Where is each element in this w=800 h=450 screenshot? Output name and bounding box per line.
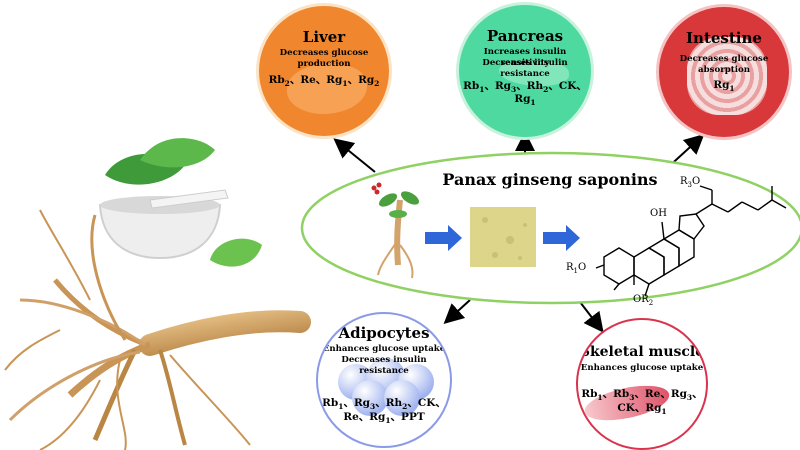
adipocytes-title: Adipocytes xyxy=(338,324,430,342)
pancreas-compound-subscript: 3 xyxy=(511,85,517,95)
liver-effect: Decreases glucose production xyxy=(279,48,369,69)
intestine-title: Intestine xyxy=(686,29,762,47)
adipocytes-effect-2: Decreases insulin resistance xyxy=(341,355,427,376)
ginseng-plant-icon xyxy=(371,182,420,279)
pancreas-compound-text: Rg xyxy=(514,93,531,105)
liver-compound-text: Rb xyxy=(268,74,285,86)
flow-arrow-1 xyxy=(425,225,462,251)
muscle-compounds-2: CK、Rg1 xyxy=(578,402,706,418)
muscle-title: Skeletal muscle xyxy=(579,344,705,360)
liver-compound-text: 、Re、Rg xyxy=(289,74,343,86)
adipocytes-compounds-1: Rb1、Rg3、Rh2、CK、 xyxy=(318,397,450,413)
muscle-compound-text: 、Rb xyxy=(602,388,630,400)
pancreas-effect-2: Decreases insulin resistance xyxy=(482,58,568,79)
pancreas-compound-text: Rb xyxy=(463,80,480,92)
muscle-circle: Skeletal muscle Enhances glucose uptake … xyxy=(576,318,708,450)
adipocytes-compound-subscript: 3 xyxy=(370,402,376,412)
muscle-compound-subscript: 1 xyxy=(661,407,667,417)
intestine-compound-text: Rg xyxy=(713,79,730,91)
intestine-compounds: Rg1 xyxy=(659,79,789,95)
pancreas-compound-subscript: 1 xyxy=(479,85,485,95)
liver-icon xyxy=(287,64,367,114)
saponin-ellipse xyxy=(300,151,800,305)
pancreas-compound-text: 、CK、 xyxy=(548,80,587,92)
adipocytes-compound-text: 、Rg xyxy=(343,397,371,409)
pancreas-compounds-1: Rb1、Rg3、Rh2、CK、 xyxy=(459,80,591,96)
pancreas-compound-text: 、Rg xyxy=(484,80,512,92)
pancreas-circle: Pancreas Increases insulin sensitivity D… xyxy=(456,2,594,140)
pancreas-title: Pancreas xyxy=(486,27,564,45)
adipocytes-compound-subscript: 1 xyxy=(385,416,391,426)
adipocytes-compound-text: Rb xyxy=(322,397,339,409)
muscle-compound-subscript: 3 xyxy=(686,393,693,403)
adipocyte-bubbles-icon xyxy=(338,358,434,416)
powder-image xyxy=(470,207,536,267)
muscle-compound-text: 、Re、Rg xyxy=(634,388,687,400)
structure-label-oh: OH xyxy=(650,208,667,219)
saponin-structure-icon xyxy=(595,185,787,297)
pancreas-effect-1: Increases insulin sensitivity xyxy=(483,47,567,68)
intestine-circle: Intestine Decreases glucose absorption R… xyxy=(656,4,792,140)
pancreas-compounds-2: Rg1 xyxy=(459,93,591,109)
liver-compound-text: 、Rg xyxy=(347,74,375,86)
adipocytes-compounds-2: Re、Rg1、PPT xyxy=(318,411,450,427)
structure-label-r3: R3O xyxy=(680,176,701,189)
intestine-compound-subscript: 1 xyxy=(729,84,735,94)
liver-compound-subscript: 2 xyxy=(284,79,290,89)
liver-title: Liver xyxy=(302,28,346,46)
pancreas-compound-subscript: 2 xyxy=(543,85,549,95)
muscle-effect: Enhances glucose uptake xyxy=(580,363,704,373)
intestine-icon xyxy=(687,37,767,115)
muscle-compounds-1: Rb1、Rb3、Re、Rg3、 xyxy=(578,388,706,404)
muscle-compound-subscript: 3 xyxy=(629,393,635,403)
muscle-compound-subscript: 1 xyxy=(597,393,603,403)
mortar-icon xyxy=(98,138,262,267)
center-title: Panax ginseng saponins xyxy=(442,170,658,189)
pancreas-compound-subscript: 1 xyxy=(530,98,536,108)
structure-label-r1: R1O xyxy=(566,262,587,275)
adipocytes-compound-text: 、PPT xyxy=(390,411,425,423)
ginseng-root-icon xyxy=(4,209,311,450)
pancreas-compound-text: 、Rh xyxy=(516,80,544,92)
liver-compound-subscript: 1 xyxy=(342,79,348,89)
adipocytes-circle: Adipocytes Enhances glucose uptake Decre… xyxy=(316,312,452,448)
adipocytes-compound-subscript: 2 xyxy=(402,402,408,412)
muscle-compound-text: CK、Rg xyxy=(617,402,662,414)
liver-circle: Liver Decreases glucose production Rb2、R… xyxy=(256,3,392,139)
adipocytes-compound-text: 、Rh xyxy=(375,397,403,409)
intestine-effect: Decreases glucose absorption xyxy=(679,54,769,75)
adipocytes-compound-text: Re、Rg xyxy=(343,411,386,423)
liver-compounds: Rb2、Re、Rg1、Rg2 xyxy=(259,74,389,90)
adipocytes-compound-text: 、CK、 xyxy=(407,397,446,409)
liver-compound-subscript: 2 xyxy=(374,79,380,89)
adipocytes-compound-subscript: 1 xyxy=(338,402,344,412)
flow-arrow-2 xyxy=(543,225,580,251)
muscle-compound-text: 、 xyxy=(692,388,703,400)
structure-label-r2: OR2 xyxy=(633,294,654,307)
adipocytes-effect-1: Enhances glucose uptake xyxy=(322,344,446,354)
muscle-compound-text: Rb xyxy=(581,388,598,400)
